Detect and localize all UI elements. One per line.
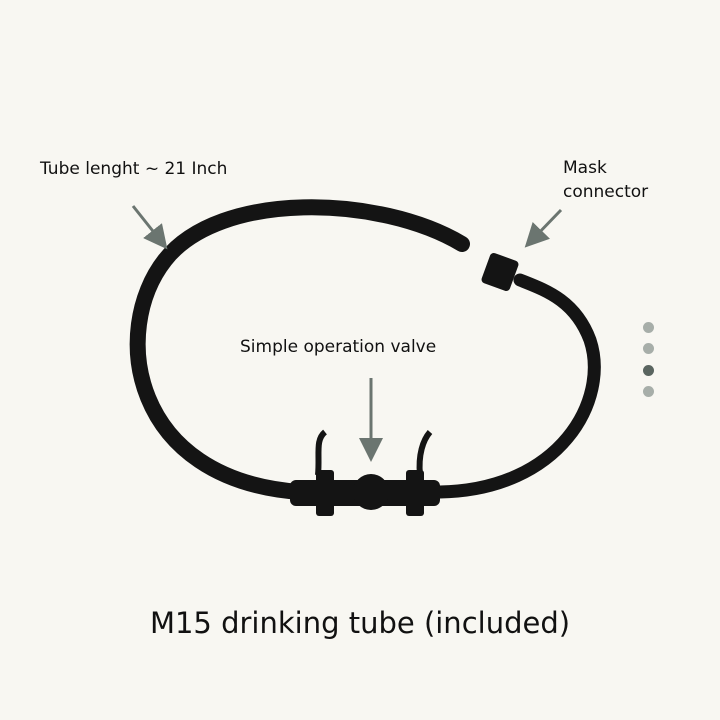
mask-connector (481, 252, 519, 292)
tube-length-label: Tube lenght ~ 21 Inch (40, 159, 228, 179)
arrow-mask-connector (524, 208, 563, 248)
mask-connector-label: Mask connector (563, 156, 648, 204)
product-title: M15 drinking tube (included) (149, 606, 571, 640)
carousel-dot-3-active[interactable] (643, 365, 654, 376)
drinking-tube (129, 199, 601, 500)
arrow-tube-length (131, 205, 168, 250)
carousel-dot-2[interactable] (643, 343, 654, 354)
valve-label: Simple operation valve (240, 337, 437, 357)
mask-connector-label-line2: connector (563, 182, 649, 202)
carousel-dot-1[interactable] (643, 322, 654, 333)
valve (290, 429, 440, 516)
arrows (131, 205, 563, 462)
mask-connector-label-line1: Mask (563, 158, 607, 178)
carousel-dot-4[interactable] (643, 386, 654, 397)
